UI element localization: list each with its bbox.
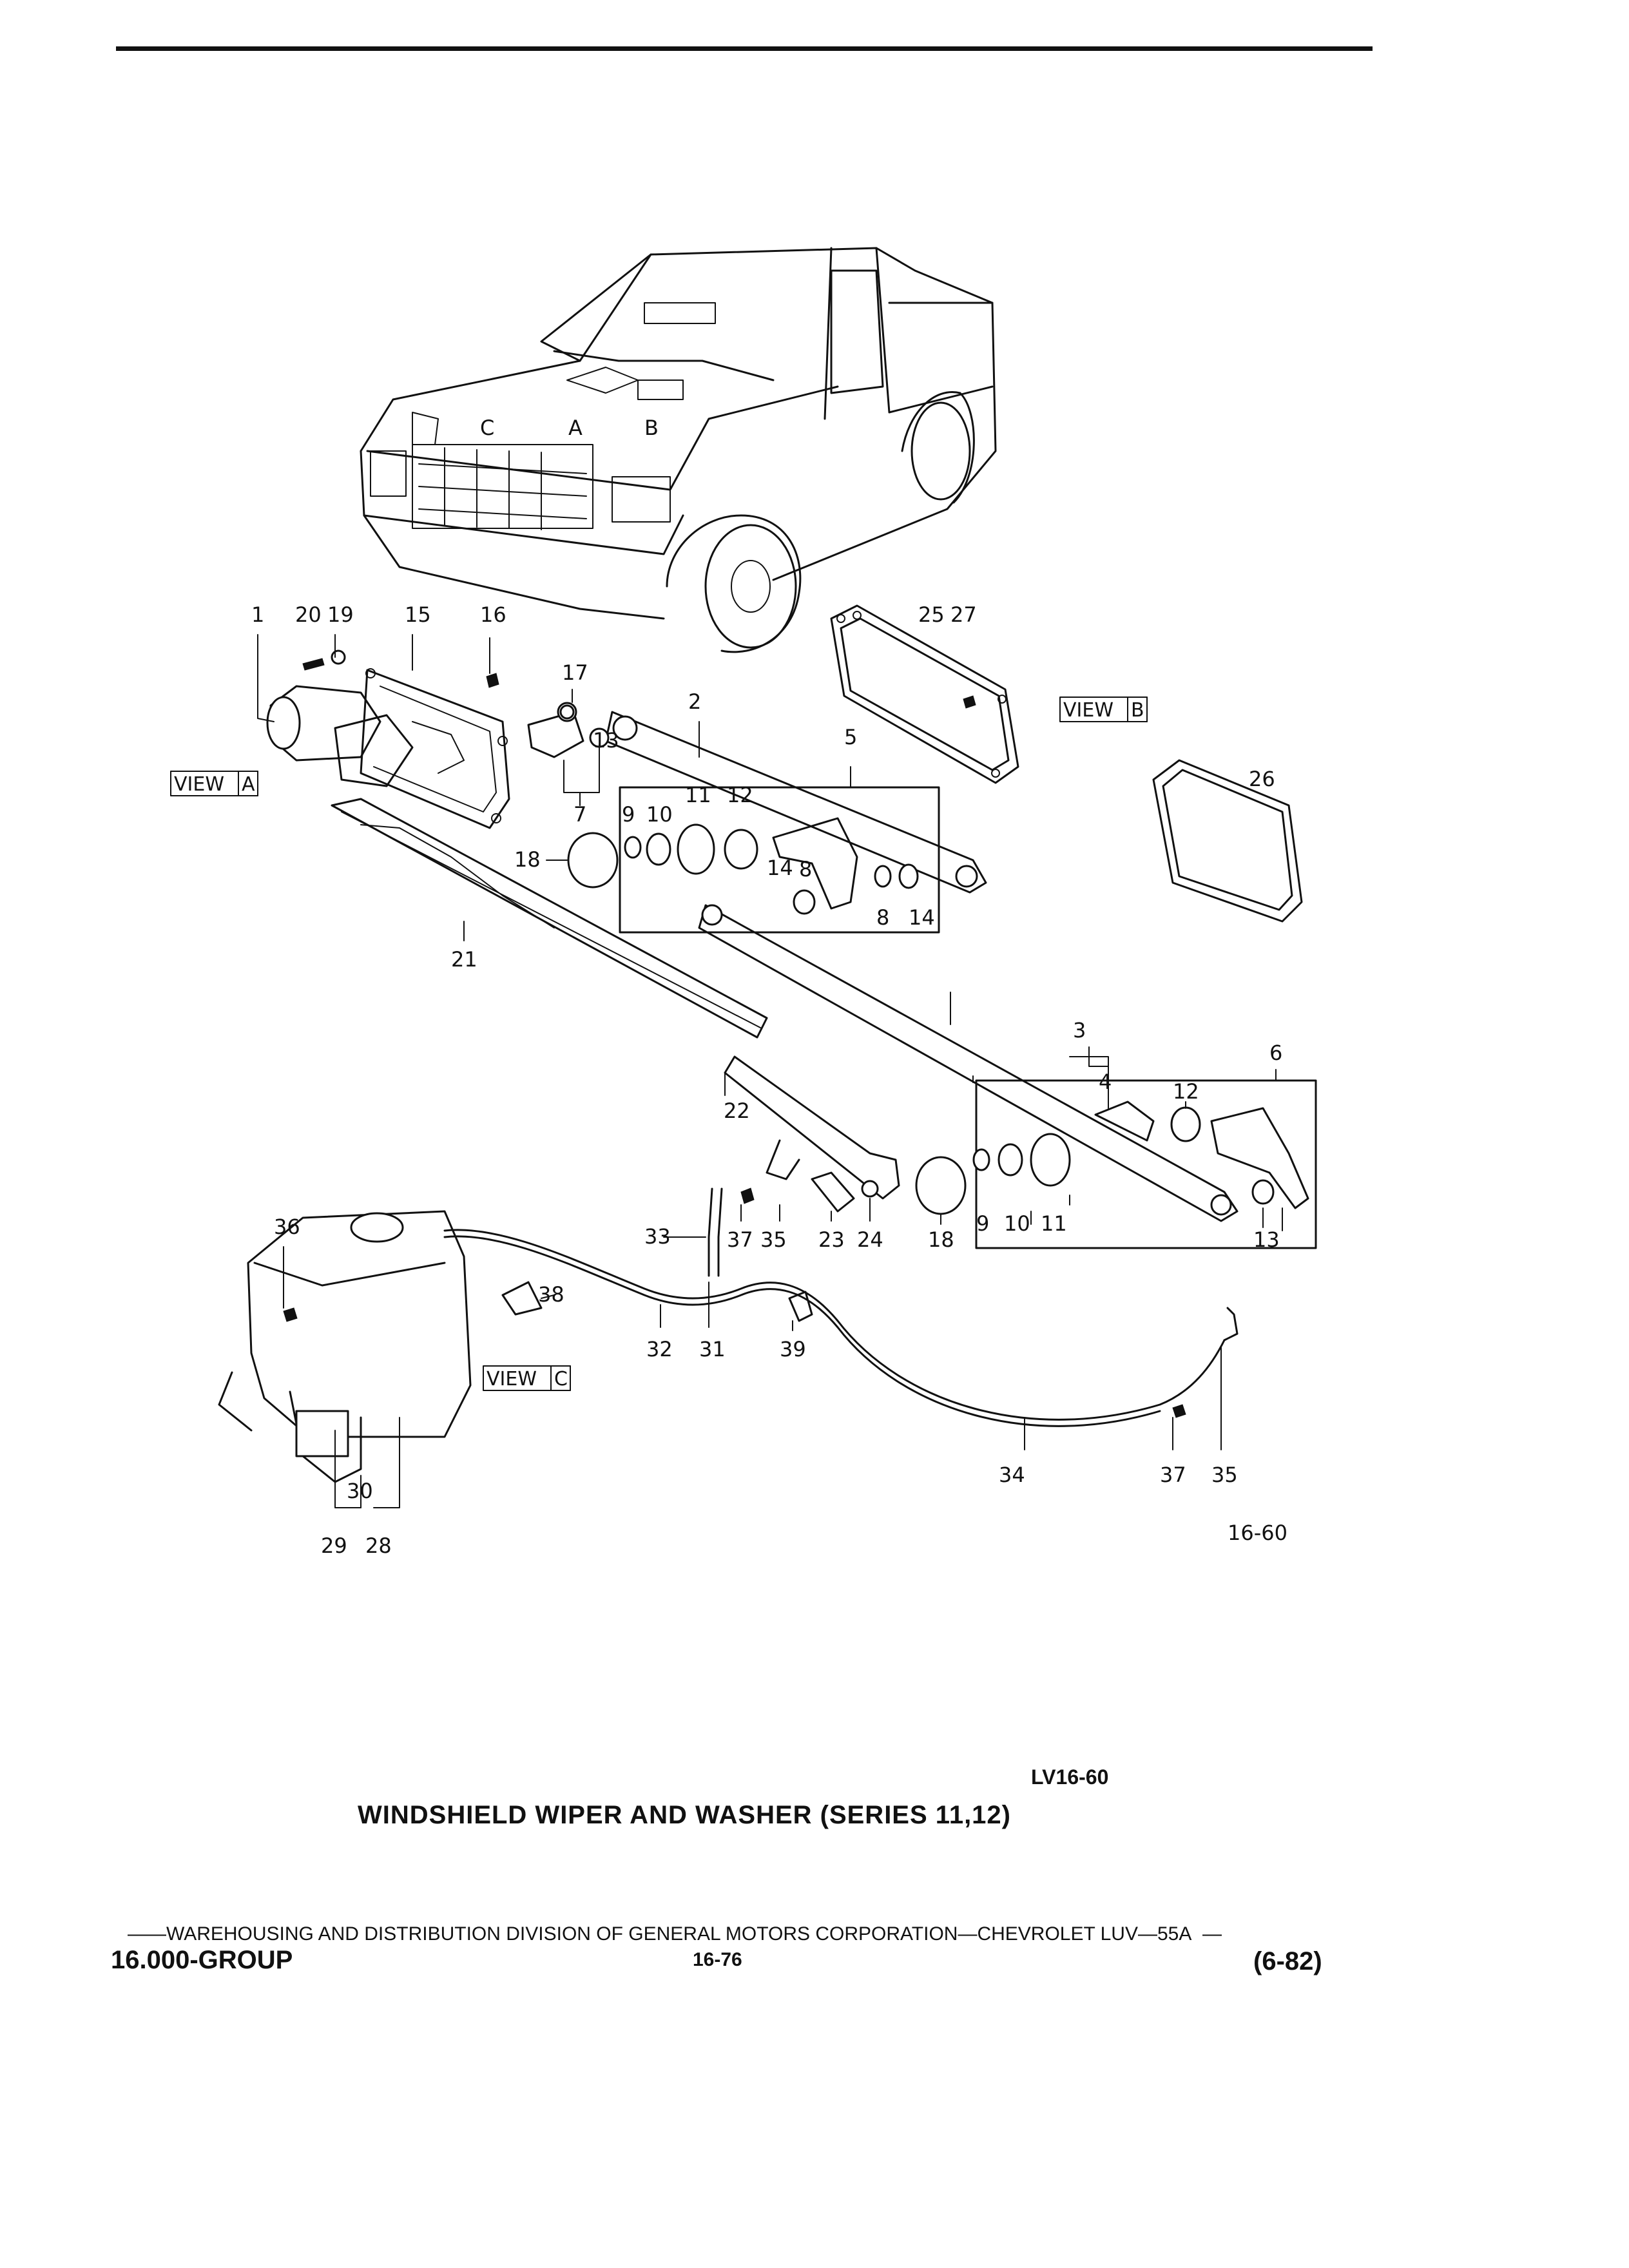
- pivot-assembly-left: [915, 1079, 1317, 1249]
- marker-b: B: [644, 416, 659, 440]
- callout: 27: [950, 602, 977, 627]
- callout: 11: [1041, 1211, 1067, 1236]
- callout: 37: [1160, 1463, 1186, 1487]
- callout: 31: [699, 1337, 726, 1361]
- view-c-label: VIEW C: [483, 1365, 571, 1391]
- top-rule: [116, 46, 1373, 51]
- callout: 32: [646, 1337, 673, 1361]
- svg-text:VIEW: VIEW: [487, 1368, 537, 1390]
- callout: 29: [321, 1533, 347, 1558]
- callout: 28: [365, 1533, 392, 1558]
- callout-numbers: 1 2 3 4 5 6 7 8 8 9 9 10 10 11 11 12 12 …: [251, 602, 1282, 1558]
- footer-group: 16.000-GROUP: [111, 1946, 293, 1974]
- callout: 7: [574, 802, 586, 827]
- callout: 13: [593, 728, 619, 753]
- svg-text:B: B: [1131, 699, 1144, 722]
- callout: 10: [646, 802, 673, 827]
- svg-text:A: A: [242, 773, 255, 796]
- callout: 38: [538, 1282, 564, 1307]
- callout: 18: [928, 1227, 954, 1252]
- callout: 35: [760, 1227, 787, 1252]
- svg-text:C: C: [554, 1368, 568, 1390]
- callout: 9: [622, 802, 635, 827]
- callout: 14: [767, 856, 793, 880]
- callout: 34: [999, 1463, 1025, 1487]
- footer-dash-tail: —: [1191, 1923, 1222, 1945]
- pickup-truck-illustration: [360, 247, 997, 653]
- callout: 21: [451, 947, 477, 972]
- callout: 1: [251, 602, 264, 627]
- callout: 5: [844, 725, 857, 749]
- callout: 6: [1269, 1041, 1282, 1065]
- callout: 26: [1249, 767, 1275, 791]
- callout: 16: [480, 602, 506, 627]
- callout: 23: [818, 1227, 845, 1252]
- callout: 15: [405, 602, 431, 627]
- callout: 13: [1253, 1227, 1280, 1252]
- footer-date: (6-82): [1253, 1947, 1322, 1975]
- callout: 39: [780, 1337, 806, 1361]
- callout: 12: [1173, 1079, 1199, 1104]
- callout: 24: [857, 1227, 883, 1252]
- pivot-assembly-right: [567, 786, 940, 934]
- callout: 35: [1211, 1463, 1238, 1487]
- callout: 25: [918, 602, 945, 627]
- callout: 9: [976, 1211, 989, 1236]
- wiper-linkage: [527, 702, 1239, 1222]
- washer-hoses: [443, 1139, 1239, 1427]
- drawing-title: WINDSHIELD WIPER AND WASHER (SERIES 11,1…: [358, 1801, 1011, 1829]
- callout: 30: [347, 1479, 373, 1503]
- callout: 11: [685, 783, 711, 807]
- callout: 22: [724, 1099, 750, 1123]
- marker-c: C: [480, 416, 494, 440]
- washer-fluid-reservoir: [218, 1210, 472, 1483]
- footer-page-number: 16-76: [693, 1949, 742, 1970]
- publisher-text: WAREHOUSING AND DISTRIBUTION DIVISION OF…: [166, 1923, 1192, 1945]
- svg-text:VIEW: VIEW: [174, 773, 224, 796]
- callout: 33: [644, 1224, 671, 1249]
- callout: 8: [876, 905, 889, 930]
- drawing-code: LV16-60: [1031, 1765, 1109, 1789]
- footer-publisher-line: ——WAREHOUSING AND DISTRIBUTION DIVISION …: [128, 1923, 1222, 1945]
- figure-reference: 16-60: [1228, 1521, 1287, 1545]
- callout: 36: [274, 1215, 300, 1239]
- footer-dash-lead: ——: [128, 1923, 166, 1945]
- view-b-cover-plate: [830, 604, 1019, 784]
- callout: 3: [1073, 1018, 1086, 1043]
- view-c-cover-plate: [1152, 759, 1303, 923]
- callout: 20: [295, 602, 322, 627]
- callout: 2: [688, 689, 701, 714]
- callout: 37: [727, 1227, 753, 1252]
- callout: 10: [1004, 1211, 1030, 1236]
- callout: 4: [1099, 1070, 1112, 1094]
- marker-a: A: [568, 416, 583, 440]
- callout-leader-lines: [257, 634, 1283, 1508]
- view-a-label: VIEW A: [170, 771, 258, 796]
- callout: 18: [514, 847, 541, 872]
- wiper-motor-assembly: [266, 668, 510, 829]
- callout: 14: [909, 905, 935, 930]
- callout: 8: [799, 857, 812, 881]
- callout: 17: [562, 660, 588, 685]
- callout: 19: [327, 602, 354, 627]
- callout: 12: [727, 783, 753, 807]
- fasteners: [283, 649, 1186, 1418]
- view-b-label: VIEW B: [1059, 697, 1148, 722]
- svg-text:VIEW: VIEW: [1063, 699, 1113, 722]
